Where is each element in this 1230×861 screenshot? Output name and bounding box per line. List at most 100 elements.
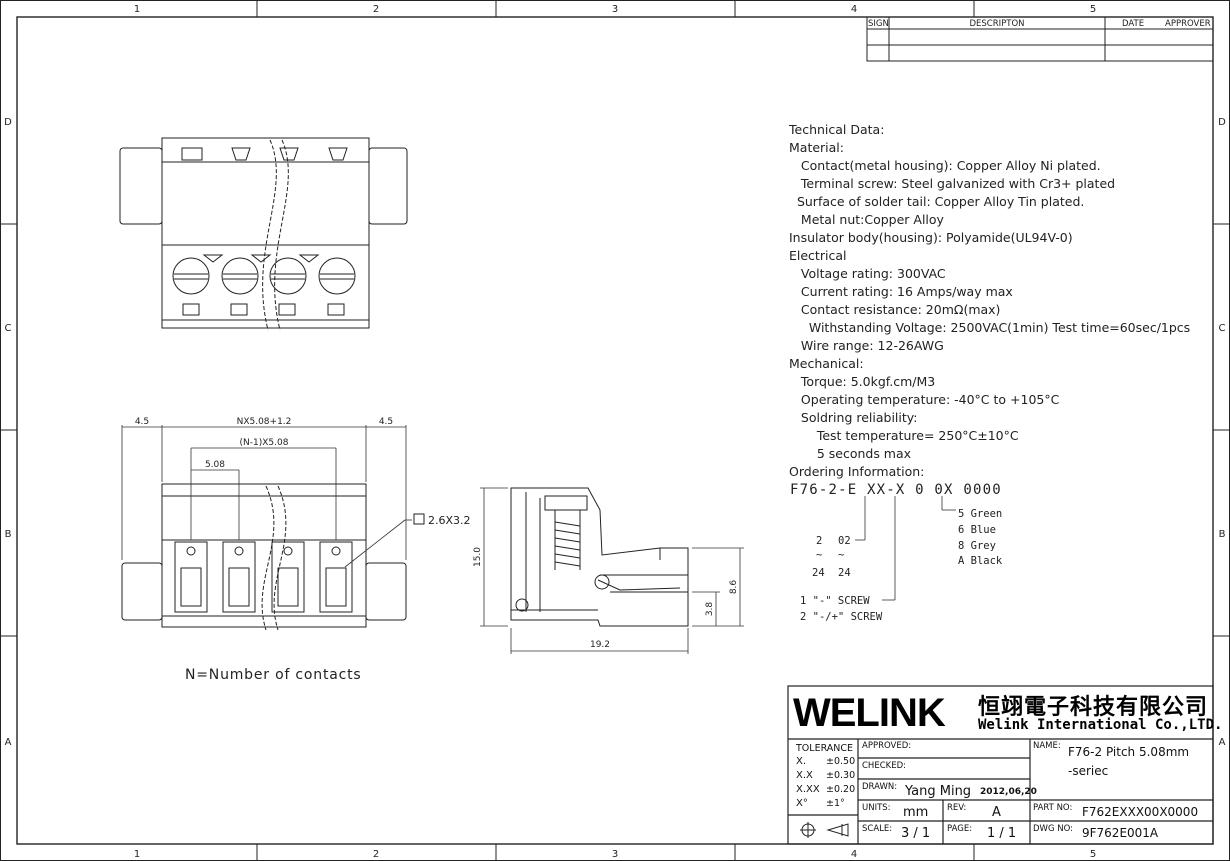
zone-col-4: 4 [851,4,857,15]
tolerance-value-1: ±0.30 [826,770,856,781]
side-view-dimension-labels: 15.0 19.2 3.8 8.6 [473,547,739,650]
tolerance-symbol [800,822,849,838]
zone-col-1: 1 [134,4,140,15]
tech-line: Current rating: 16 Amps/way max [789,284,1013,299]
zone-labels: 1 2 3 4 5 1 2 3 4 5 D C B A D C B A [4,4,1226,860]
ordering-position-max-code: 24 [838,567,851,579]
scale-value: 3 / 1 [901,826,931,841]
zone-col-5-bottom: 5 [1090,849,1096,860]
ordering-color-blue: 6 Blue [958,524,996,536]
ordering-options: 2 02 ~ ~ 24 24 1 "-" SCREW 2 "-/+" SCREW… [800,508,1003,623]
company-name-chinese: 恒翊電子科技有限公司 [978,694,1209,720]
units-label: UNITS: [862,803,891,813]
tech-line: Withstanding Voltage: 2500VAC(1min) Test… [789,320,1191,335]
tolerance-key-3: X° [796,798,808,809]
drawn-by: Yang Ming [905,784,972,799]
dim-overall-width: NX5.08+1.2 [237,417,292,427]
revision-header-description: DESCRIPTON [969,19,1024,29]
square-symbol-icon [413,513,425,525]
tech-line: Contact resistance: 20mΩ(max) [789,302,1001,317]
zone-row-a-right: A [1219,737,1226,748]
front-view-dimension-labels: 4.5 NX5.08+1.2 4.5 (N-1)X5.08 5.08 2.6X3… [135,417,471,527]
zone-row-d-right: D [1218,117,1226,128]
tolerance-label: TOLERANCE [796,743,854,754]
zone-row-c: C [5,323,12,334]
ordering-code: F76-2-E XX-X 0 0X 0000 [790,482,1002,498]
units-value: mm [903,805,929,820]
tech-line: Voltage rating: 300VAC [789,266,946,281]
dim-end-margin-right: 4.5 [379,417,393,427]
title-block-grid [787,685,1214,845]
drawn-label: DRAWN: [862,782,898,792]
part-no-value: F762EXXX00X0000 [1082,805,1199,819]
dwg-no-label: DWG NO: [1033,824,1074,834]
approved-label: APPROVED: [862,741,912,751]
dim-opening: 2.6X3.2 [428,514,471,527]
contacts-note: N=Number of contacts [185,667,362,683]
dwg-no-value: 9F762E001A [1082,826,1159,840]
ordering-part-code: F76-2-E XX-X 0 0X 0000 [790,482,1002,498]
ordering-position-range: ~ [816,549,822,561]
zone-row-d: D [4,117,12,128]
ordering-leaders [855,496,956,601]
tech-line: Test temperature= 250°C±10°C [789,428,1019,443]
ordering-color-black: A Black [958,555,1003,567]
company-logo: WELINK [793,691,946,735]
name-label: NAME: [1033,741,1061,751]
side-view-dimensions [480,487,744,654]
tech-line: Insulator body(housing): Polyamide(UL94V… [789,230,1073,245]
zone-row-b: B [5,529,12,540]
tech-line: Technical Data: [789,122,885,137]
company-name-english: Welink International Co.,LTD. [978,717,1223,733]
top-view [119,137,408,331]
tech-line: Metal nut:Copper Alloy [789,212,944,227]
ordering-position-range-code: ~ [838,549,844,561]
front-view-dimensions [121,425,412,568]
drawn-date: 2012,06,20 [980,787,1037,797]
zone-col-5: 5 [1090,4,1096,15]
ordering-position-min: 2 [816,535,822,547]
zone-row-b-right: B [1219,529,1226,540]
dim-end-margin-left: 4.5 [135,417,149,427]
tolerance-key-1: X.X [796,770,813,781]
ordering-color-grey: 8 Grey [958,540,996,552]
dim-depth: 19.2 [590,640,610,650]
revision-header-sign: SIGN [868,19,889,29]
dim-height: 15.0 [473,547,483,567]
tolerance-key-0: X. [796,756,807,767]
tech-line: Contact(metal housing): Copper Alloy Ni … [789,158,1101,173]
ordering-position-min-code: 02 [838,535,851,547]
zone-row-c-right: C [1219,323,1226,334]
page-value: 1 / 1 [987,826,1017,841]
tech-line: Terminal screw: Steel galvanized with Cr… [789,176,1116,191]
drawing-name-line-2: -seriec [1068,764,1109,778]
zone-col-4-bottom: 4 [851,849,857,860]
tech-line: Electrical [789,248,847,263]
dim-span: (N-1)X5.08 [240,438,289,448]
tolerance-value-3: ±1° [826,798,845,809]
zone-col-3: 3 [612,4,618,15]
revision-header-date: DATE [1122,19,1144,29]
tech-line: Mechanical: [789,356,864,371]
ordering-color-green: 5 Green [958,508,1002,520]
zone-row-a: A [5,737,12,748]
side-view [510,487,689,627]
ordering-screw-option-1: 1 "-" SCREW [800,595,870,607]
dim-pin-top: 8.6 [729,580,739,595]
tolerance-value-0: ±0.50 [826,756,856,767]
page-label: PAGE: [947,824,973,834]
technical-data: Technical Data: Material: Contact(metal … [789,121,1190,481]
tolerance-value-2: ±0.20 [826,784,856,795]
dim-pin-height: 3.8 [705,602,715,617]
zone-col-1-bottom: 1 [134,849,140,860]
checked-label: CHECKED: [862,761,906,771]
zone-col-2: 2 [373,4,379,15]
zone-col-2-bottom: 2 [373,849,379,860]
zone-col-3-bottom: 3 [612,849,618,860]
tech-line: 5 seconds max [789,446,912,461]
part-no-label: PART NO: [1033,803,1073,813]
drawing-name-line-1: F76-2 Pitch 5.08mm [1068,745,1190,759]
dim-pitch: 5.08 [205,460,225,470]
tech-line: Soldring reliability: [789,410,918,425]
